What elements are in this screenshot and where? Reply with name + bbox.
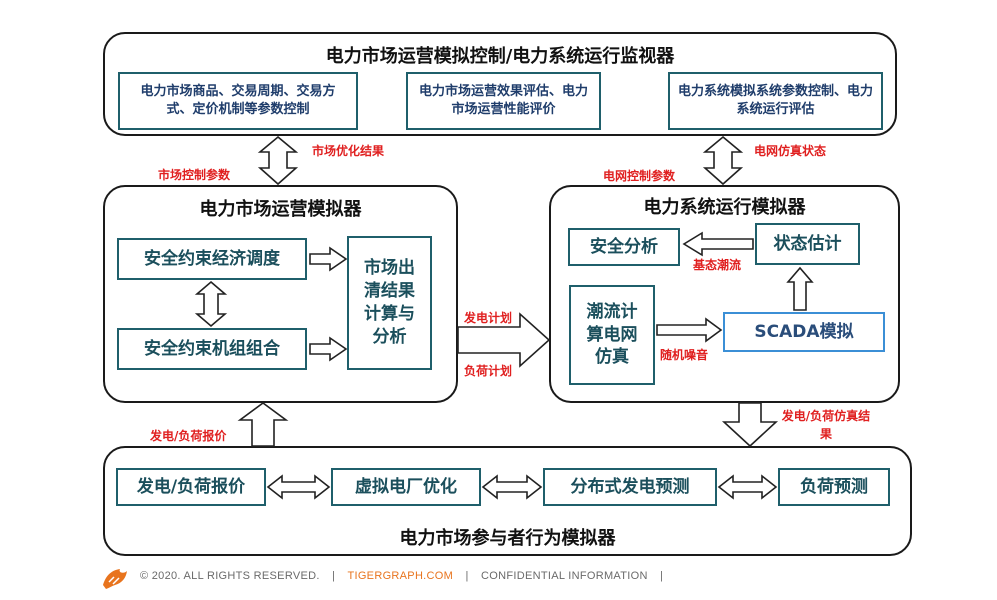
footer: © 2020. ALL RIGHTS RESERVED. | TIGERGRAP… <box>140 570 672 582</box>
label-gen-plan: 发电计划 <box>464 311 513 325</box>
vpp-box: 虚拟电厂优化 <box>331 468 481 506</box>
label-grid-sim-state: 电网仿真状态 <box>754 144 827 158</box>
market-panel-title: 电力市场运营模拟器 <box>199 199 362 220</box>
footer-separator: | <box>660 570 664 582</box>
load-forecast-box: 负荷预测 <box>778 468 890 506</box>
state-estimation-box: 状态估计 <box>755 223 860 265</box>
system-param-control-box: 电力系统模拟系统参数控制、电力系统运行评估 <box>668 72 883 130</box>
power-flow-box: 潮流计算电网仿真 <box>569 285 655 385</box>
label-sim-result: 发电/负荷仿真结果 <box>781 409 871 441</box>
double-arrow-top-market <box>257 135 299 186</box>
bid-box: 发电/负荷报价 <box>116 468 266 506</box>
double-arrow-top-system <box>702 135 744 186</box>
market-evaluation-box: 电力市场运营效果评估、电力市场运营性能评价 <box>406 72 601 130</box>
label-market-ctrl: 市场控制参数 <box>158 168 231 182</box>
top-panel-title: 电力市场运营模拟控制/电力系统运行监视器 <box>325 46 675 67</box>
arrow-state-security <box>682 231 754 257</box>
label-bid-report: 发电/负荷报价 <box>150 429 227 443</box>
footer-confidential: CONFIDENTIAL INFORMATION <box>481 570 648 582</box>
arrow-market-system <box>457 312 551 368</box>
double-arrow-bid-vpp <box>266 474 331 500</box>
arrow-participant-market <box>237 402 289 447</box>
scada-box: SCADA模拟 <box>723 312 885 352</box>
sced-box: 安全约束经济调度 <box>117 238 307 280</box>
arrow-scuc-clearing <box>309 336 348 362</box>
label-noise: 随机噪音 <box>660 348 709 362</box>
arrow-sced-clearing <box>309 246 348 272</box>
footer-separator: | <box>332 570 336 582</box>
footer-brand-link[interactable]: TIGERGRAPH.COM <box>347 570 454 582</box>
market-param-control-box: 电力市场商品、交易周期、交易方式、定价机制等参数控制 <box>118 72 358 130</box>
system-panel-title: 电力系统运行模拟器 <box>643 197 806 218</box>
participant-panel-title: 电力市场参与者行为模拟器 <box>399 528 616 549</box>
arrow-scada-state <box>786 266 814 311</box>
dg-forecast-box: 分布式发电预测 <box>543 468 717 506</box>
double-arrow-vpp-dg <box>481 474 543 500</box>
arrow-powerflow-scada <box>656 317 723 343</box>
label-market-opt: 市场优化结果 <box>312 144 385 158</box>
security-analysis-box: 安全分析 <box>568 228 680 266</box>
label-base-flow: 基态潮流 <box>693 258 742 272</box>
arrow-system-participant <box>721 402 779 448</box>
footer-copyright: © 2020. ALL RIGHTS RESERVED. <box>140 570 320 582</box>
double-arrow-sced-scuc <box>194 280 228 328</box>
label-load-plan: 负荷计划 <box>464 364 513 378</box>
scuc-box: 安全约束机组组合 <box>117 328 307 370</box>
market-clearing-box: 市场出清结果计算与分析 <box>347 236 432 370</box>
tiger-logo-icon <box>103 569 127 589</box>
double-arrow-dg-load <box>717 474 778 500</box>
label-grid-ctrl: 电网控制参数 <box>603 169 676 183</box>
footer-separator: | <box>465 570 469 582</box>
